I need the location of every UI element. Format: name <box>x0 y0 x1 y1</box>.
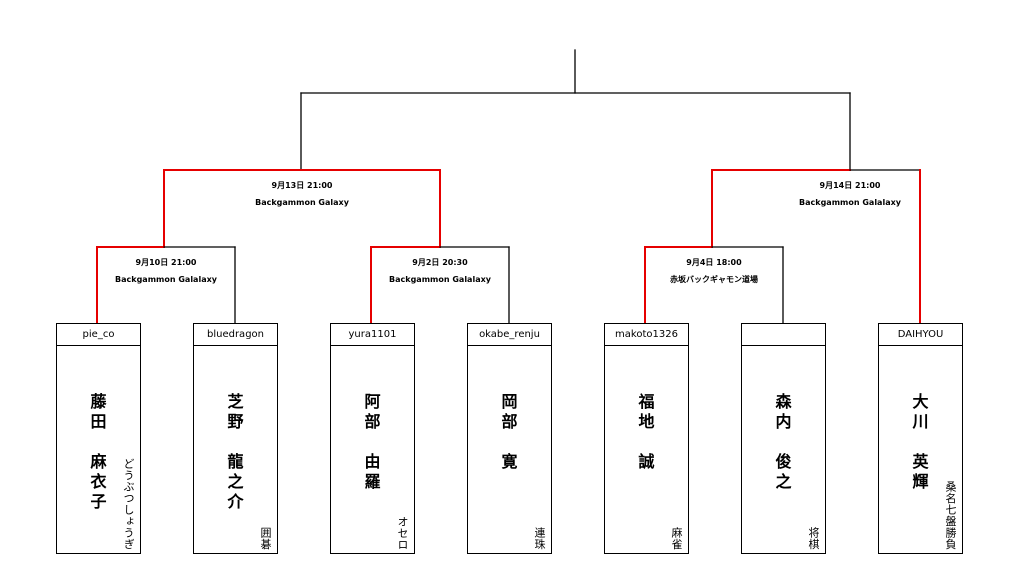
name-char: 地 <box>638 412 655 431</box>
match-venue: 赤坂バックギャモン道場 <box>670 275 758 284</box>
match-venue: Backgammon Galalaxy <box>799 198 901 207</box>
player-handle <box>742 324 825 346</box>
name-char: 衣 <box>90 472 107 491</box>
name-char: 森 <box>775 392 792 411</box>
name-char: 部 <box>501 412 518 431</box>
player-affiliation: どうぶつしょうぎ <box>122 458 135 550</box>
player-name: 芝 野 龍 之 介 <box>227 392 243 512</box>
match-label-r1-2: 9月2日 20:30 Backgammon Galalaxy <box>371 254 509 288</box>
name-char: 藤 <box>90 392 107 411</box>
player-affiliation: 囲碁 <box>259 527 272 550</box>
name-char: 介 <box>227 492 244 511</box>
player-handle: okabe_renju <box>468 324 551 346</box>
player-affiliation: 麻雀 <box>670 527 683 550</box>
name-char: 英 <box>912 452 929 471</box>
match-label-r1-3: 9月4日 18:00 赤坂バックギャモン道場 <box>645 254 783 288</box>
player-card-1: pie_co 藤 田 麻 衣 子 どうぶつしょうぎ <box>56 323 141 554</box>
player-name: 大 川 英 輝 <box>912 392 928 492</box>
name-char: 誠 <box>638 452 655 471</box>
match-label-r2-1: 9月13日 21:00 Backgammon Galaxy <box>164 177 440 211</box>
name-char: 麻 <box>90 452 107 471</box>
name-char: 龍 <box>227 452 244 471</box>
name-char: 岡 <box>501 392 518 411</box>
player-name: 阿 部 由 羅 <box>364 392 380 492</box>
player-card-2: bluedragon 芝 野 龍 之 介 囲碁 <box>193 323 278 554</box>
player-name: 福 地 誠 <box>638 392 654 472</box>
player-handle: pie_co <box>57 324 140 346</box>
name-char: 阿 <box>364 392 381 411</box>
name-char: 俊 <box>775 452 792 471</box>
name-char: 部 <box>364 412 381 431</box>
name-char: 之 <box>775 472 792 491</box>
name-char: 野 <box>227 412 244 431</box>
match-venue: Backgammon Galalaxy <box>389 275 491 284</box>
name-char: 芝 <box>227 392 244 411</box>
name-char: 輝 <box>912 472 929 491</box>
match-venue: Backgammon Galaxy <box>255 198 349 207</box>
match-date: 9月13日 21:00 <box>271 181 333 190</box>
player-card-5: makoto1326 福 地 誠 麻雀 <box>604 323 689 554</box>
match-date: 9月4日 18:00 <box>686 258 742 267</box>
match-label-r2-2: 9月14日 21:00 Backgammon Galalaxy <box>712 177 988 211</box>
match-date: 9月2日 20:30 <box>412 258 468 267</box>
name-char: 之 <box>227 472 244 491</box>
player-name: 森 内 俊 之 <box>775 392 791 492</box>
player-handle: makoto1326 <box>605 324 688 346</box>
player-affiliation: 連珠 <box>533 527 546 550</box>
name-char: 子 <box>90 492 107 511</box>
player-name: 岡 部 寛 <box>501 392 517 472</box>
player-affiliation: 将棋 <box>807 527 820 550</box>
name-char: 川 <box>912 412 929 431</box>
player-card-3: yura1101 阿 部 由 羅 オセロ <box>330 323 415 554</box>
player-handle: bluedragon <box>194 324 277 346</box>
player-handle: yura1101 <box>331 324 414 346</box>
match-date: 9月14日 21:00 <box>819 181 881 190</box>
name-char: 由 <box>364 452 381 471</box>
name-char: 内 <box>775 412 792 431</box>
player-card-4: okabe_renju 岡 部 寛 連珠 <box>467 323 552 554</box>
match-venue: Backgammon Galalaxy <box>115 275 217 284</box>
name-char: 寛 <box>501 452 518 471</box>
match-label-r1-1: 9月10日 21:00 Backgammon Galalaxy <box>97 254 235 288</box>
player-card-6: 森 内 俊 之 将棋 <box>741 323 826 554</box>
name-char: 羅 <box>364 472 381 491</box>
match-date: 9月10日 21:00 <box>135 258 197 267</box>
player-affiliation: 桑名七盤勝負 <box>944 481 957 550</box>
player-card-7: DAIHYOU 大 川 英 輝 桑名七盤勝負 <box>878 323 963 554</box>
name-char: 大 <box>912 392 929 411</box>
player-name: 藤 田 麻 衣 子 <box>90 392 106 512</box>
player-affiliation: オセロ <box>396 515 409 551</box>
player-handle: DAIHYOU <box>879 324 962 346</box>
name-char: 福 <box>638 392 655 411</box>
name-char: 田 <box>90 412 107 431</box>
